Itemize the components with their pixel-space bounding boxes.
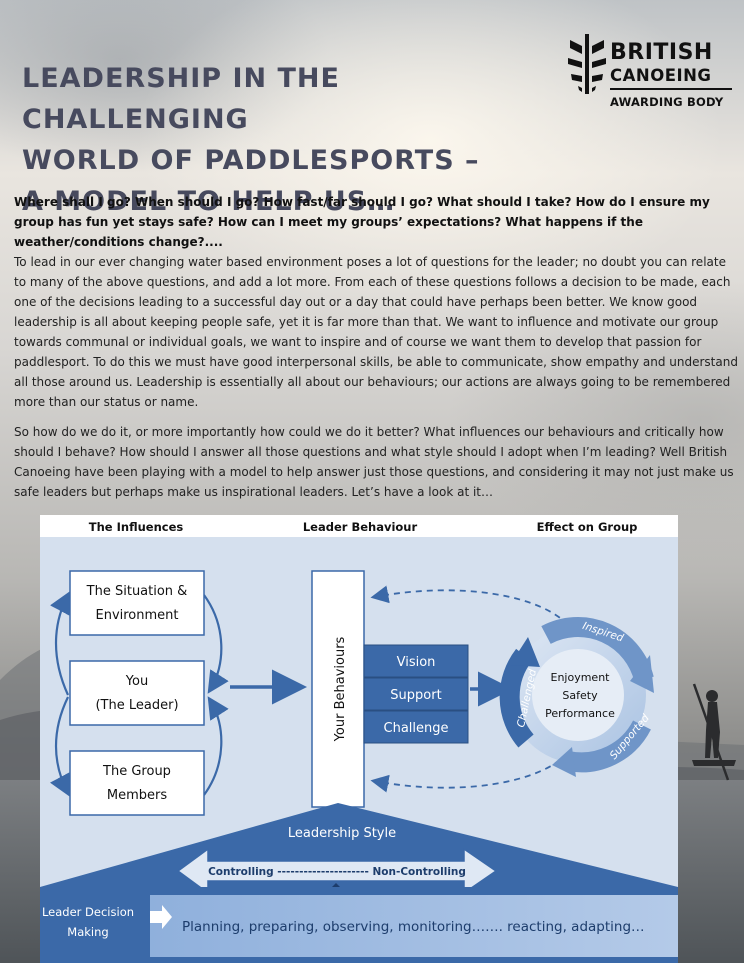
page-title: LEADERSHIP IN THE CHALLENGING WORLD OF P… [22, 58, 562, 222]
group-box [69, 750, 205, 816]
effect-cycle [499, 617, 654, 777]
title-line-2: WORLD OF PADDLESPORTS – [22, 145, 480, 176]
paragraph-1: To lead in our ever changing water based… [14, 255, 738, 409]
header-behaviour: Leader Behaviour [303, 520, 418, 534]
support-label: Support [390, 688, 441, 703]
style-range-arrow [176, 847, 498, 895]
support-box [363, 677, 469, 711]
intro-questions: Where shall I go? When should I go? How … [14, 195, 710, 249]
paragraph-2: So how do we do it, or more importantly … [14, 425, 734, 499]
situation-box [69, 570, 205, 636]
loop-arrow-top-left [50, 591, 71, 696]
header-effect: Effect on Group [537, 520, 638, 534]
logo-name-line-1: BRITISH [610, 40, 713, 65]
logo-subtitle: AWARDING BODY [610, 95, 724, 109]
decision-text: Planning, preparing, observing, monitori… [182, 919, 645, 935]
you-box [69, 660, 205, 726]
style-range-label: Controlling --------------------- Non-Co… [208, 866, 466, 878]
decision-making-panel [150, 895, 678, 957]
logo-name-line-2: CANOEING [610, 66, 712, 85]
you-line-2: (The Leader) [95, 698, 178, 713]
situation-line-1: The Situation & [86, 584, 188, 599]
paddler-silhouette [692, 683, 736, 781]
loop-arrow-bottom-left [50, 696, 71, 797]
challenge-box [363, 710, 469, 744]
logo-divider [610, 88, 732, 90]
group-line-2: Members [107, 788, 167, 803]
challenge-label: Challenge [384, 721, 449, 736]
feedback-arrow-top [370, 585, 569, 626]
loop-arrow-top-right [203, 594, 229, 694]
decision-label-line-1: Leader Decision [42, 905, 134, 919]
loop-arrow-bottom-right [203, 696, 229, 796]
logo-emblem-icon [568, 34, 606, 94]
diagram-header-strip [40, 515, 678, 537]
leadership-style-label: Leadership Style [288, 826, 396, 841]
decision-label-line-2: Making [67, 925, 108, 939]
cycle-performance: Performance [545, 707, 615, 720]
decision-arrow-icon [150, 905, 172, 929]
title-line-3: A MODEL TO HELP US… [22, 186, 396, 217]
your-behaviours-label: Your Behaviours [333, 636, 348, 742]
header-influences: The Influences [89, 520, 184, 534]
vision-label: Vision [397, 655, 436, 670]
you-line-1: You [125, 674, 148, 689]
vision-box [363, 644, 469, 678]
situation-line-2: Environment [95, 608, 178, 623]
title-line-1: LEADERSHIP IN THE CHALLENGING [22, 63, 340, 135]
british-canoeing-logo: BRITISH CANOEING AWARDING BODY [566, 32, 734, 122]
cycle-safety: Safety [562, 689, 598, 702]
leadership-model-diagram: The Influences Leader Behaviour Effect o… [40, 515, 678, 963]
cycle-enjoyment: Enjoyment [551, 671, 611, 684]
group-line-1: The Group [102, 764, 171, 779]
